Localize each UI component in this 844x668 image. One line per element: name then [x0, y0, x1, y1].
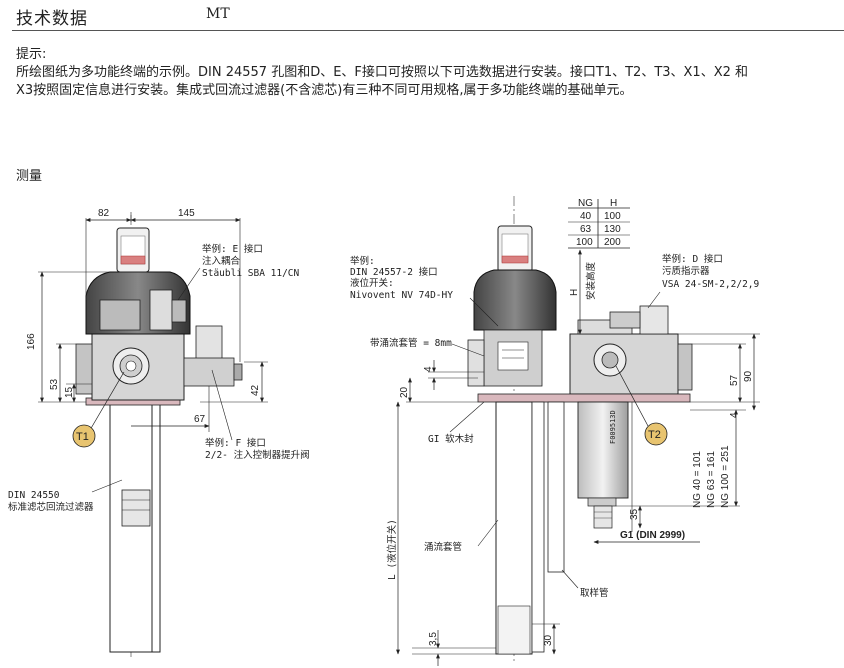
dim-90-label: 90	[743, 370, 754, 382]
dim-53-label: 53	[49, 378, 60, 390]
sample-tube	[547, 401, 565, 573]
dim-l-label: L (液位开关)	[386, 519, 398, 580]
table-header-h: H	[610, 198, 617, 209]
t2-marker	[644, 422, 668, 446]
dim-15-label: 15	[64, 386, 75, 398]
left-label-e-1: 举例: E 接口	[202, 243, 263, 255]
dim-20-label: 20	[399, 386, 410, 398]
dim-82-label: 82	[98, 208, 110, 219]
product-code: MT	[206, 6, 230, 22]
dim-145-label: 145	[178, 208, 195, 219]
right-filter-housing	[577, 401, 629, 499]
t1-label: T1	[76, 431, 89, 443]
dim-4-top-label: 4	[423, 366, 434, 372]
left-label-din-2: 标准滤芯回流过滤器	[8, 501, 94, 513]
dim-35-label: 35	[629, 508, 640, 520]
dim-3-5-label: 3,5	[428, 632, 439, 646]
install-height-label: 安装高度	[585, 261, 597, 300]
dim-30-label: 30	[543, 634, 554, 646]
dim-h-label: H	[569, 289, 580, 296]
ng-100-label: NG 100 = 251	[720, 445, 731, 508]
title-divider	[12, 30, 844, 31]
dim-67-label: 67	[194, 414, 206, 425]
surge-sleeve-label: 涌流套管	[424, 541, 462, 553]
right-cover	[473, 269, 557, 331]
right-view: NG H 40 100 63 130 100 200	[350, 196, 760, 666]
e-coupling	[149, 289, 173, 331]
table-cell: 100	[604, 211, 621, 222]
left-label-f-2: 2/2- 注入控制器提升阀	[205, 449, 310, 461]
dim-42-label: 42	[250, 384, 261, 396]
note-text-line-1: 所绘图纸为多功能终端的示例。DIN 24557 孔图和D、E、F接口可按照以下可…	[16, 65, 749, 80]
dim-166-label: 166	[26, 333, 37, 350]
page-title: 技术数据	[16, 9, 88, 29]
table-cell: 100	[576, 237, 593, 248]
note-heading: 提示:	[16, 47, 47, 62]
f-valve	[195, 325, 223, 361]
left-view: 82 145 166 53 15 42 67 举例: E 接口 注入耦合 Stä…	[8, 208, 310, 660]
right-label-d-1: 举例: D 接口	[662, 253, 723, 265]
ng-40-label: NG 40 = 101	[692, 451, 703, 508]
right-label-level-3: 液位开关:	[350, 277, 394, 289]
section-heading: 测量	[16, 169, 43, 184]
dim-57-label: 57	[729, 374, 740, 386]
left-label-e-2: 注入耦合	[202, 255, 241, 267]
right-label-level-1: 举例:	[350, 255, 375, 267]
left-label-din-1: DIN 24550	[8, 490, 60, 501]
dim-4-bottom-label: 4	[729, 412, 740, 418]
ng-63-label: NG 63 = 161	[706, 451, 717, 508]
sleeve-8mm-label: 带涌流套管 = 8mm	[370, 337, 452, 349]
left-filter-tube	[109, 401, 153, 653]
table-header-ng: NG	[578, 198, 593, 209]
table-cell: 63	[580, 224, 592, 235]
thread-g1-label: G1 (DIN 2999)	[620, 530, 685, 541]
ng-h-table: NG H 40 100 63 130 100 200	[568, 198, 630, 249]
right-label-level-2: DIN 24557-2 接口	[350, 266, 438, 278]
t2-label: T2	[648, 429, 661, 441]
right-label-d-3: VSA 24-SM-2,2/2,9	[662, 279, 760, 290]
technical-drawing: 82 145 166 53 15 42 67 举例: E 接口 注入耦合 Stä…	[8, 196, 760, 666]
table-cell: 200	[604, 237, 621, 248]
sample-tube-label: 取样管	[580, 587, 609, 599]
t1-marker	[72, 424, 96, 448]
left-label-e-3: Stäubli SBA 11/CN	[202, 268, 300, 279]
gi-seal-label: GI 软木封	[428, 433, 474, 445]
left-label-f-1: 举例: F 接口	[205, 437, 266, 449]
drawing-code: F009513D	[609, 410, 617, 444]
table-cell: 40	[580, 211, 592, 222]
right-label-d-2: 污质指示器	[662, 265, 710, 277]
note-text-line-2: X3按照固定信息进行安装。集成式回流过滤器(不含滤芯)有三种不同可用规格,属于多…	[16, 83, 633, 98]
table-cell: 130	[604, 224, 621, 235]
right-flange	[477, 393, 691, 403]
right-label-level-4: Nivovent NV 74D-HY	[350, 290, 453, 301]
